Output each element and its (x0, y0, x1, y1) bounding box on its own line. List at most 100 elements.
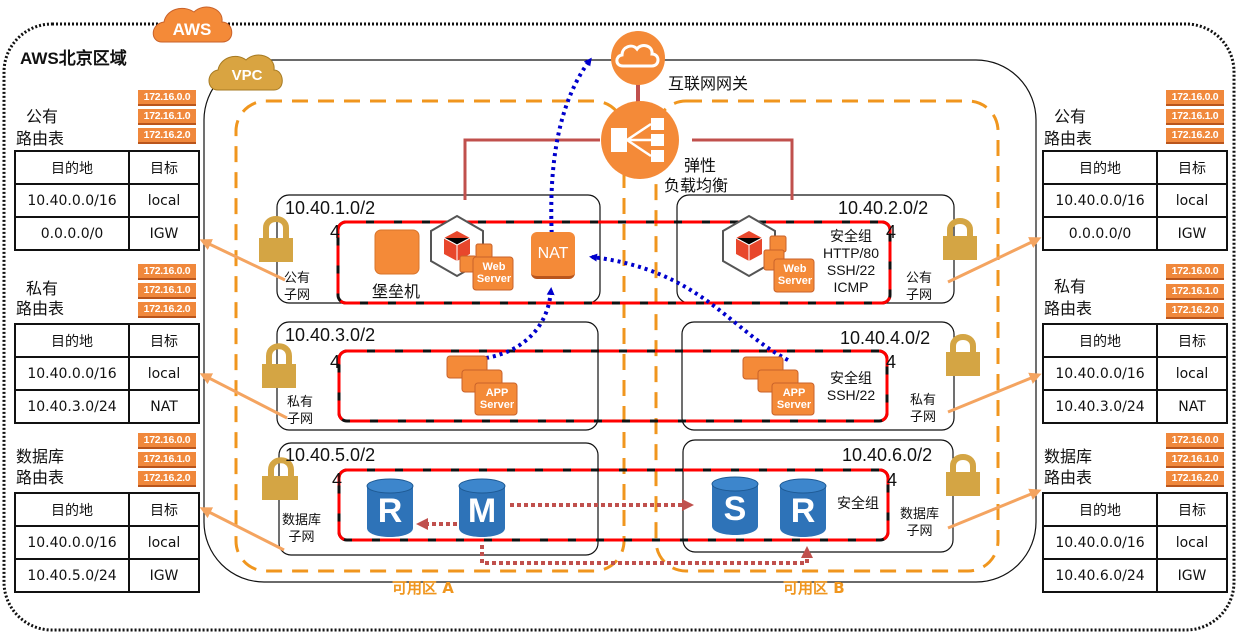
web-server-icon-a (459, 243, 514, 291)
target-cell: local (128, 356, 200, 391)
route-table-title: 路由表 (16, 299, 65, 318)
load-balancer-icon (601, 101, 679, 179)
aws-cloud-icon (152, 6, 233, 43)
route-arrow-right-db (947, 488, 1042, 530)
route-table-title: 路由表 (16, 468, 65, 487)
bastion-host-icon (374, 229, 420, 275)
table-header-row: 目的地目标 (14, 323, 200, 358)
app-server-icon-a (446, 355, 518, 416)
target-cell: IGW (1156, 558, 1228, 593)
subnet-label-line: 数据库 (282, 513, 322, 528)
db-replica-a-letter: R (377, 492, 403, 530)
subnet-cidr-tail: 4 (332, 470, 343, 490)
table-header-row: 目的地目标 (14, 150, 200, 185)
subnet-cidr-tail: 4 (330, 222, 341, 242)
ip-badge: 172.16.0.0 (1166, 90, 1224, 106)
lock-icon-a-public (259, 216, 293, 262)
subnet-cidr-b-private: 10.40.4.0/2 (840, 328, 931, 348)
server-label-line: Web (783, 263, 807, 275)
security-group-private (337, 349, 889, 423)
db-standby-icon (711, 476, 759, 535)
destination-cell: 10.40.0.0/16 (1042, 525, 1158, 560)
destination-cell: 0.0.0.0/0 (14, 216, 130, 251)
subnet-label-a-public: 公有子网 (284, 270, 310, 304)
route-table-title: 路由表 (1044, 299, 1093, 318)
server-label-line: Web (482, 261, 506, 273)
subnet-label-b-private: 私有子网 (910, 392, 936, 426)
subnet-label-line: 公有 (284, 271, 311, 286)
subnet-label-line: 子网 (287, 412, 314, 427)
server-label-line: Server (479, 399, 515, 411)
destination-cell: 10.40.6.0/24 (1042, 558, 1158, 593)
security-group-db (337, 468, 890, 542)
target-cell: local (1156, 356, 1228, 391)
internet-gateway-icon (611, 31, 665, 85)
web-server-icon-b (763, 235, 815, 293)
beanstalk-cube-icon-b (722, 214, 776, 278)
target-cell: local (128, 183, 200, 218)
aws-badge-label: AWS (172, 20, 212, 39)
route-table-title: 路由表 (1044, 129, 1093, 148)
ip-badge: 172.16.2.0 (1166, 128, 1224, 144)
ip-badge: 172.16.2.0 (138, 302, 196, 318)
aws-region-boundary (2, 22, 1236, 632)
app-a-to-nat-flow (485, 287, 555, 360)
destination-cell: 0.0.0.0/0 (1042, 216, 1158, 251)
subnet-label-line: 子网 (906, 524, 933, 539)
route-arrow-right-public (947, 237, 1042, 284)
ip-badge: 172.16.1.0 (138, 452, 196, 468)
route-table-title: 公有 (1054, 107, 1087, 126)
app-server-icon-b (742, 356, 815, 416)
header-cell: 目的地 (14, 323, 130, 358)
target-cell: IGW (128, 216, 200, 251)
availability-zone-b-boundary (654, 99, 1000, 573)
target-cell: NAT (1156, 389, 1228, 424)
lock-icon-a-db (262, 457, 298, 500)
sg-rule: HTTP/80 (822, 245, 879, 261)
subnet-cidr-tail: 4 (330, 352, 341, 372)
route-table-title: 数据库 (16, 447, 65, 466)
subnet-label-b-db: 数据库子网 (900, 506, 939, 540)
security-group-private-rules: 安全组 SSH/22 (818, 370, 884, 404)
ip-badge: 172.16.0.0 (138, 433, 196, 449)
bastion-host-label: 堡垒机 (372, 282, 421, 301)
header-cell: 目的地 (1042, 150, 1158, 185)
ip-badge: 172.16.1.0 (138, 109, 196, 125)
route-table-title: 路由表 (16, 129, 65, 148)
lock-icon-b-public (943, 218, 977, 260)
sg-rule: SSH/22 (826, 262, 876, 278)
ip-badge: 172.16.2.0 (138, 128, 196, 144)
ip-badge: 172.16.2.0 (1166, 471, 1224, 487)
db-standby-letter: S (723, 490, 747, 528)
zone-letter: B (833, 579, 845, 597)
destination-cell: 10.40.0.0/16 (1042, 183, 1158, 218)
destination-cell: 10.40.3.0/24 (14, 389, 130, 424)
target-cell: NAT (128, 389, 200, 424)
db-master-icon (458, 478, 506, 537)
db-replica-b-letter: R (790, 492, 816, 530)
sg-rule: SSH/22 (826, 387, 876, 403)
ip-badge: 172.16.2.0 (1166, 303, 1224, 319)
subnet-label-b-public: 公有子网 (906, 270, 932, 304)
subnet-label-a-db: 数据库子网 (282, 512, 321, 546)
header-cell: 目标 (128, 323, 200, 358)
zone-label-text: 可用区 (783, 579, 829, 597)
master-to-replica-b-flow (480, 545, 813, 565)
table-header-row: 目的地目标 (1042, 492, 1228, 527)
ip-badge: 172.16.1.0 (1166, 452, 1224, 468)
internet-gateway-label: 互联网网关 (668, 74, 749, 93)
subnet-label-line: 子网 (284, 288, 311, 303)
lock-icon-b-private (946, 334, 980, 376)
destination-cell: 10.40.5.0/24 (14, 558, 130, 593)
